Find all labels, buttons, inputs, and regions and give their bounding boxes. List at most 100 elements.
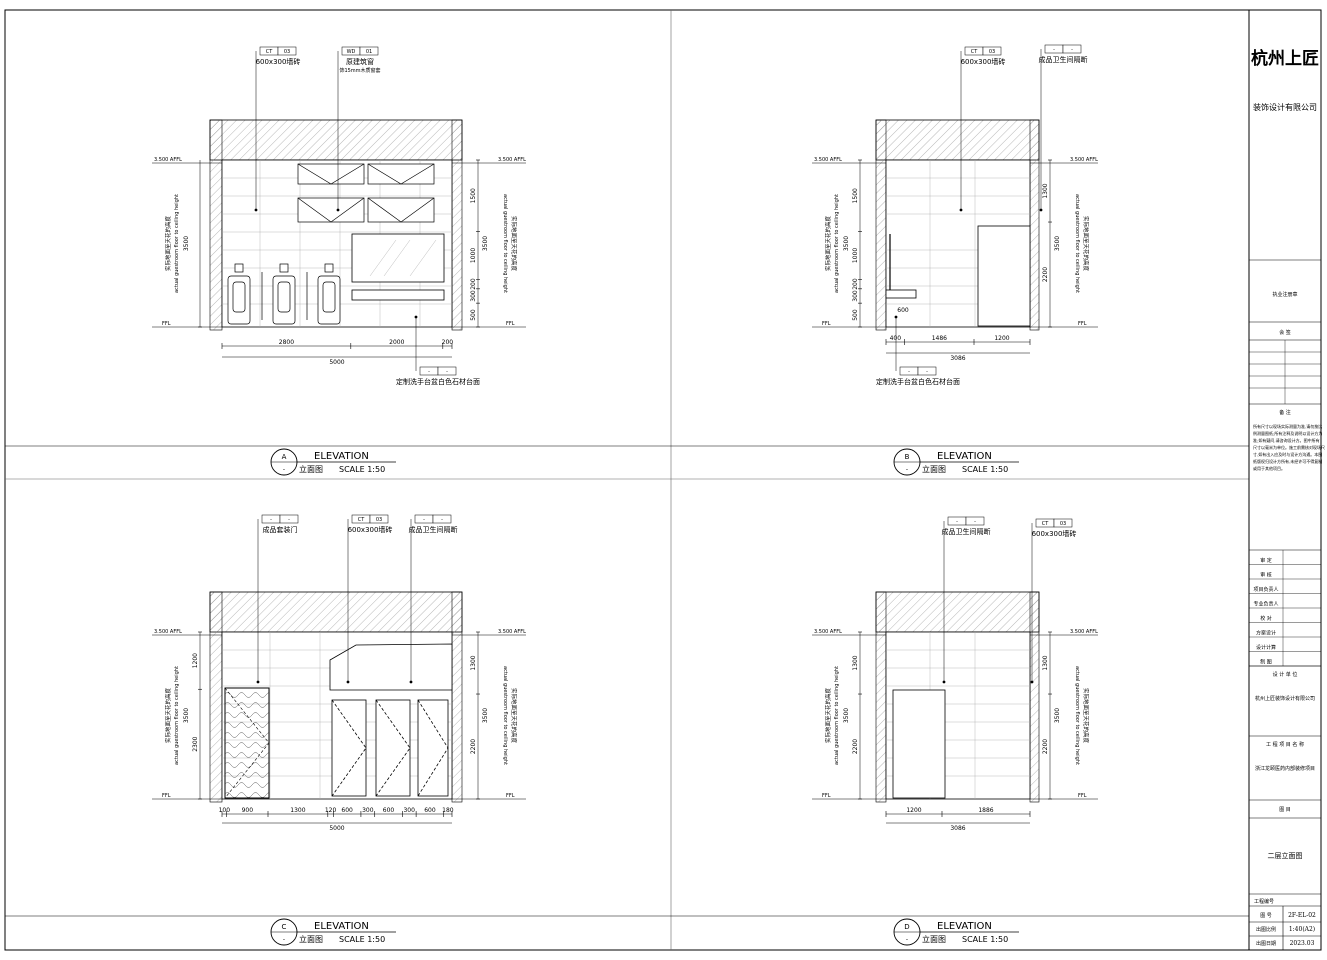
sheet-border xyxy=(4,9,1322,951)
dim-total-text: 3500 xyxy=(183,708,190,723)
tag-num-box xyxy=(917,366,937,376)
tag-num-box xyxy=(432,514,452,524)
tag-code: - xyxy=(270,517,272,523)
dim-total-text: 3086 xyxy=(950,825,965,832)
notes-title: 备 注 xyxy=(1279,409,1291,416)
tag-num-box xyxy=(437,366,457,376)
tag-num: - xyxy=(288,517,290,523)
vanity-counter xyxy=(351,289,445,301)
notes-line: 或用于其他项目。 xyxy=(1253,465,1285,471)
notes-body: 所有尺寸以现场实际测量为准,请勿按比例测量图纸;所有注释及说明以设计方为准;如有… xyxy=(1253,423,1325,471)
dim-text: 1000 xyxy=(852,248,859,263)
level-ffl-right: FFL xyxy=(506,321,515,327)
role-label: 校 对 xyxy=(1260,615,1272,622)
callout-dot xyxy=(894,315,898,319)
panel-c xyxy=(209,591,463,803)
project-name: 浙江龙颐医药内部装修项目 xyxy=(1255,765,1315,772)
dim-text: 120 xyxy=(325,807,337,814)
dim-text: 2800 xyxy=(279,339,294,346)
role-label: 项目负责人 xyxy=(1253,586,1278,593)
scale-text: SCALE 1:50 xyxy=(339,935,385,944)
partition-top xyxy=(329,643,453,691)
vertical-label-cn: 实际地面至天花的高度 xyxy=(1082,216,1090,272)
tag-code: - xyxy=(908,369,910,375)
dim-text: 2200 xyxy=(852,739,859,754)
dim-text: 1300 xyxy=(1042,655,1049,670)
vertical-label-cn: 实际地面至天花的高度 xyxy=(1082,688,1090,744)
dim-text: 1200 xyxy=(192,653,199,668)
callout-label: 600x300墙砖 xyxy=(1032,529,1077,538)
dim-text: 1886 xyxy=(978,807,993,814)
role-label: 审 核 xyxy=(1260,572,1272,579)
callout-tag: --成品卫生间隔断 xyxy=(942,516,991,684)
callout-label: 成品卫生间隔断 xyxy=(1039,55,1088,64)
tag-num: - xyxy=(441,517,443,523)
callout-dot xyxy=(414,315,418,319)
tag-num: - xyxy=(926,369,928,375)
slab-right xyxy=(1029,119,1040,331)
vertical-label-en: actual guestroom floor to ceiling height xyxy=(834,666,840,765)
dim-total-text: 3500 xyxy=(482,236,489,251)
callout-dot xyxy=(409,680,413,684)
tag-num: 03 xyxy=(376,517,382,523)
dim-text: 200 xyxy=(852,278,859,290)
callout-label: 成品卫生间隔断 xyxy=(942,527,991,536)
dim-text: 200 xyxy=(470,278,477,290)
level-ffl-right: FFL xyxy=(1078,793,1087,799)
ceiling-zone xyxy=(209,119,463,161)
vertical-label-en: actual guestroom floor to ceiling height xyxy=(174,194,180,293)
vertical-label-en: actual guestroom floor to ceiling height xyxy=(1074,666,1080,765)
company-sub: 装饰设计有限公司 xyxy=(1253,102,1317,112)
slab-right xyxy=(1029,591,1040,803)
role-label: 设计计算 xyxy=(1256,644,1276,651)
level-top-left: 3.500 AFFL xyxy=(154,157,182,163)
level-top-left: 3.500 AFFL xyxy=(814,157,842,163)
level-ffl-right: FFL xyxy=(1078,321,1087,327)
slab-left xyxy=(875,119,887,331)
callout-label: 成品套装门 xyxy=(263,525,298,534)
tag-code: CT xyxy=(971,49,978,55)
panel-sub: - xyxy=(906,466,908,473)
level-top-left: 3.500 AFFL xyxy=(814,629,842,635)
row-key: 出图比例 xyxy=(1256,926,1276,933)
panel-sub: - xyxy=(906,936,908,943)
tag-code: - xyxy=(956,519,958,525)
notes-line: 所有尺寸以现场实际测量为准,请勿按比 xyxy=(1253,423,1322,429)
dim-total-text: 3500 xyxy=(482,708,489,723)
tag-num-box xyxy=(1062,44,1082,54)
dim-text: 1000 xyxy=(470,248,477,263)
level-top-right: 3.500 AFFL xyxy=(1070,629,1098,635)
callout-label: 定制洗手台盆白色石材台面 xyxy=(876,377,960,386)
scale-text: SCALE 1:50 xyxy=(962,465,1008,474)
tag-num: 03 xyxy=(1060,521,1066,527)
role-label: 专业负责人 xyxy=(1253,601,1278,608)
dim-text: 1200 xyxy=(994,335,1009,342)
stall-doors xyxy=(331,699,449,797)
panel-sub: - xyxy=(283,466,285,473)
sign-label: 会 签 xyxy=(1279,329,1291,336)
callout-label: 600x300墙砖 xyxy=(961,57,1006,66)
tag-num-box xyxy=(359,46,379,56)
panel-letter: B xyxy=(905,453,910,461)
notes-line: 例测量图纸;所有注释及说明以设计方为 xyxy=(1253,430,1322,436)
callout-tag: --定制洗手台盆白色石材台面 xyxy=(396,315,480,386)
scale-text: SCALE 1:50 xyxy=(962,935,1008,944)
callout-dot xyxy=(1030,680,1034,684)
slab-left xyxy=(209,119,223,331)
dim-text: 500 xyxy=(470,309,477,321)
panel-sub: - xyxy=(283,936,285,943)
callout-label: 定制洗手台盆白色石材台面 xyxy=(396,377,480,386)
tag-num-box xyxy=(277,46,297,56)
panel-b xyxy=(875,119,1040,331)
callout-dot xyxy=(256,680,260,684)
callout-tag: --成品卫生间隔断 xyxy=(409,514,458,684)
row-key: 出图日期 xyxy=(1256,940,1276,947)
panel-caption-cn: 立面图 xyxy=(299,464,323,474)
